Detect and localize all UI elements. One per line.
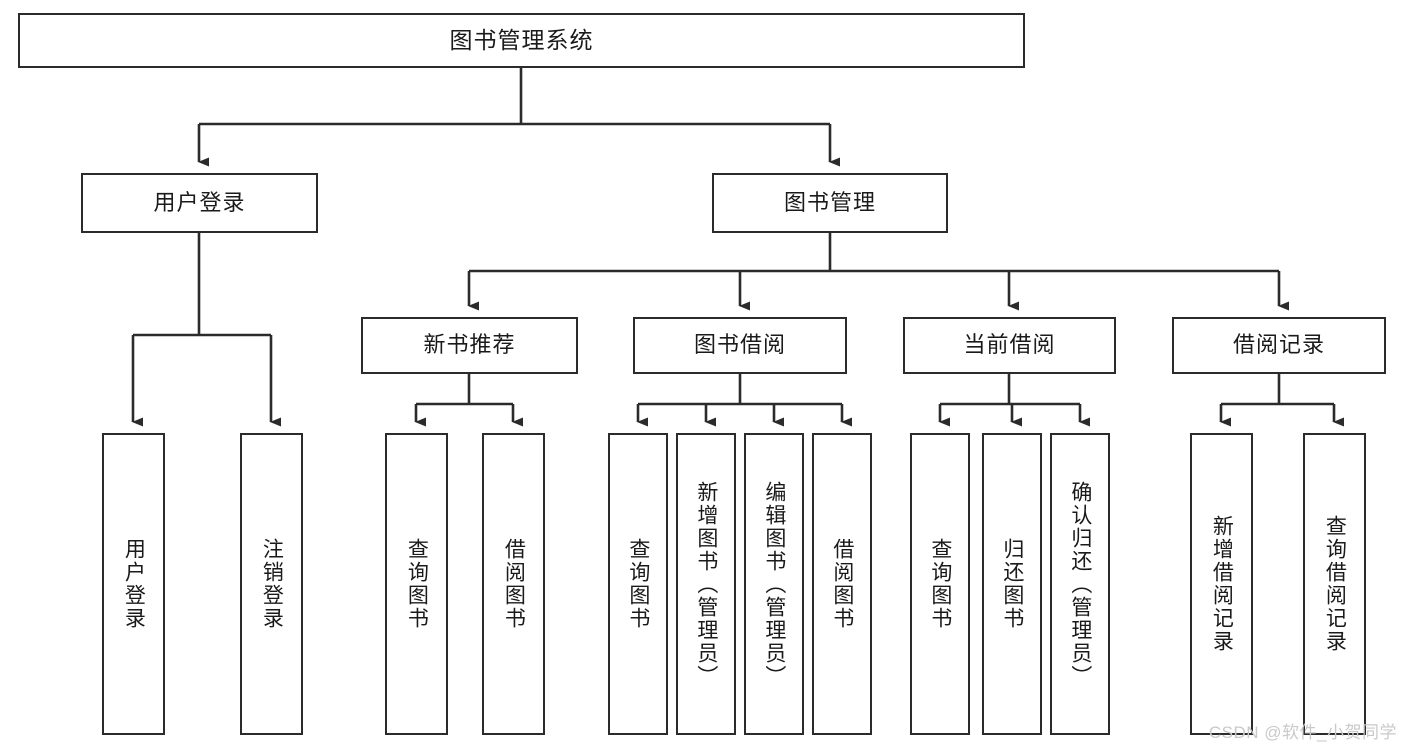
leaf-query-book-borrow[interactable]: 查询图书: [608, 433, 668, 735]
leaf-label: 确认归还（管理员）: [1068, 480, 1092, 688]
leaf-edit-book-admin[interactable]: 编辑图书（管理员）: [744, 433, 804, 735]
leaf-label: 查询图书: [928, 538, 952, 630]
leaf-label: 编辑图书（管理员）: [762, 480, 786, 688]
leaf-borrow-book-recommend[interactable]: 借阅图书: [482, 433, 545, 735]
node-user-login[interactable]: 用户登录: [81, 173, 318, 233]
leaf-label: 查询图书: [405, 538, 429, 630]
node-current-borrow[interactable]: 当前借阅: [903, 317, 1116, 374]
csdn-watermark: CSDN @软件_小贺同学: [1208, 723, 1397, 742]
leaf-confirm-return-admin[interactable]: 确认归还（管理员）: [1050, 433, 1110, 735]
leaf-query-book-recommend[interactable]: 查询图书: [385, 433, 448, 735]
node-root-system[interactable]: 图书管理系统: [18, 13, 1025, 68]
leaf-label: 查询图书: [626, 538, 650, 630]
leaf-add-borrow-record[interactable]: 新增借阅记录: [1190, 433, 1253, 735]
leaf-label: 借阅图书: [830, 538, 854, 630]
leaf-label: 查询借阅记录: [1323, 515, 1347, 653]
leaf-add-book-admin[interactable]: 新增图书（管理员）: [676, 433, 736, 735]
node-new-book-recommend[interactable]: 新书推荐: [361, 317, 578, 374]
leaf-label: 新增借阅记录: [1210, 515, 1234, 653]
leaf-user-login[interactable]: 用户登录: [102, 433, 165, 735]
leaf-borrow-book[interactable]: 借阅图书: [812, 433, 872, 735]
leaf-query-borrow-record[interactable]: 查询借阅记录: [1303, 433, 1366, 735]
node-book-borrow[interactable]: 图书借阅: [633, 317, 847, 374]
leaf-logout[interactable]: 注销登录: [240, 433, 303, 735]
leaf-label: 用户登录: [122, 538, 146, 630]
leaf-label: 注销登录: [260, 538, 284, 630]
leaf-label: 归还图书: [1000, 538, 1024, 630]
leaf-query-book-current[interactable]: 查询图书: [910, 433, 970, 735]
node-borrow-records[interactable]: 借阅记录: [1172, 317, 1386, 374]
leaf-label: 借阅图书: [502, 538, 526, 630]
leaf-return-book[interactable]: 归还图书: [982, 433, 1042, 735]
node-book-management[interactable]: 图书管理: [712, 173, 948, 233]
leaf-label: 新增图书（管理员）: [694, 480, 718, 688]
